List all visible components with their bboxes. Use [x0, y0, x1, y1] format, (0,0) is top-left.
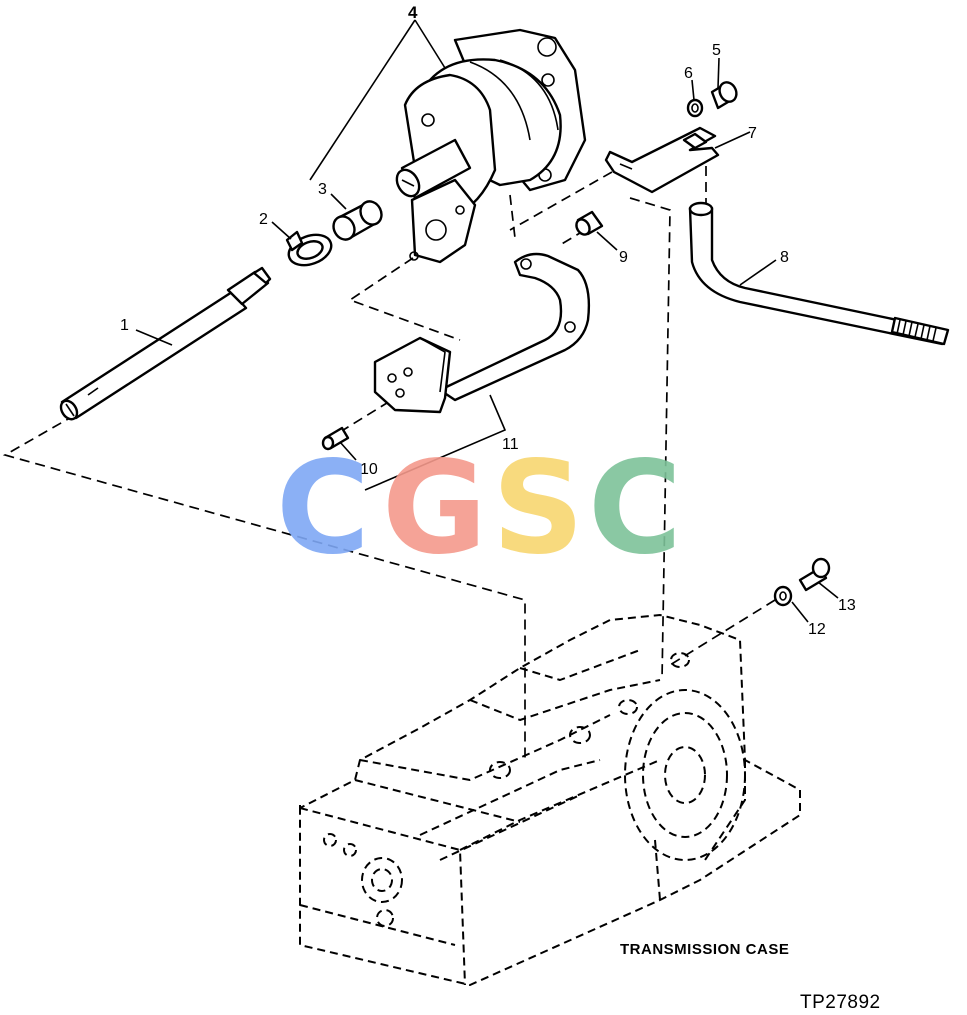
callout-2: 2	[259, 211, 268, 228]
callout-10: 10	[360, 461, 378, 478]
callout-5: 5	[712, 42, 721, 59]
leader-lines	[135, 19, 839, 623]
callout-4: 4	[408, 3, 418, 22]
callout-9: 9	[619, 249, 628, 266]
callout-1: 1	[120, 317, 129, 334]
part-8-rod	[688, 201, 950, 346]
callout-13: 13	[838, 597, 856, 614]
watermark-letter-3: S	[492, 434, 584, 583]
callout-7: 7	[748, 125, 757, 142]
part-6-washer	[686, 98, 704, 118]
callout-3: 3	[318, 181, 327, 198]
callout-12: 12	[808, 621, 826, 638]
part-7-bracket	[604, 126, 720, 194]
callout-11: 11	[502, 436, 519, 453]
part-11-arm	[373, 252, 591, 414]
watermark-letter-2: G	[382, 434, 487, 583]
watermark-letter-1: C	[276, 434, 370, 583]
part-1-shaft	[59, 266, 272, 421]
part-5-bolt	[710, 81, 738, 110]
part-4-housing	[395, 28, 587, 264]
callout-8: 8	[780, 249, 789, 266]
transmission-case	[299, 614, 801, 986]
watermark: C G S C	[276, 434, 682, 583]
callout-6: 6	[684, 65, 693, 82]
callout-labels: 1 2 3 4 5 6 7 8 9 10 11 12 13	[120, 3, 856, 638]
part-2-clamp-ring	[285, 230, 333, 267]
part-13-bolt	[798, 557, 831, 592]
part-3-bushing	[332, 200, 383, 241]
part-12-washer	[773, 585, 793, 607]
watermark-letter-4: C	[588, 434, 682, 583]
caption-transmission-case: TRANSMISSION CASE	[620, 941, 789, 958]
part-9-spacer	[575, 210, 604, 236]
part-10-pin	[321, 426, 350, 451]
figure-id: TP27892	[800, 992, 881, 1013]
